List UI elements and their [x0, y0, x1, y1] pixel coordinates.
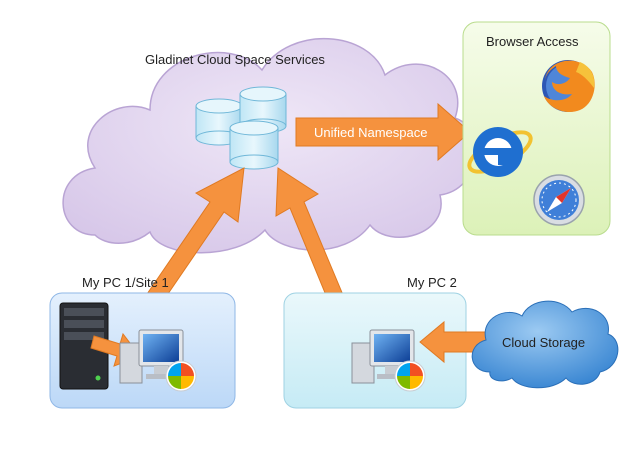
unified-namespace-label: Unified Namespace — [314, 125, 427, 140]
internet-explorer-icon — [467, 127, 533, 177]
windows-logo-icon — [394, 360, 426, 392]
pc2-computer-icon — [351, 329, 415, 384]
cloud-storage-cloud — [471, 300, 619, 389]
upload-arrow-pc2 — [275, 167, 373, 335]
browser-access-label: Browser Access — [486, 34, 579, 49]
cloud-storage-label: Cloud Storage — [502, 335, 585, 350]
windows-logo-icon — [165, 360, 197, 392]
firefox-icon — [542, 60, 595, 113]
server-icon — [59, 302, 109, 390]
database-icon — [195, 86, 287, 170]
pc2-label: My PC 2 — [407, 275, 457, 290]
cloud-services-label: Gladinet Cloud Space Services — [145, 52, 325, 67]
safari-icon — [533, 174, 585, 226]
pc1-label: My PC 1/Site 1 — [82, 275, 169, 290]
pc1-computer-icon — [119, 329, 184, 384]
unified-namespace-arrow — [295, 102, 471, 162]
upload-arrow-pc1 — [144, 167, 245, 319]
